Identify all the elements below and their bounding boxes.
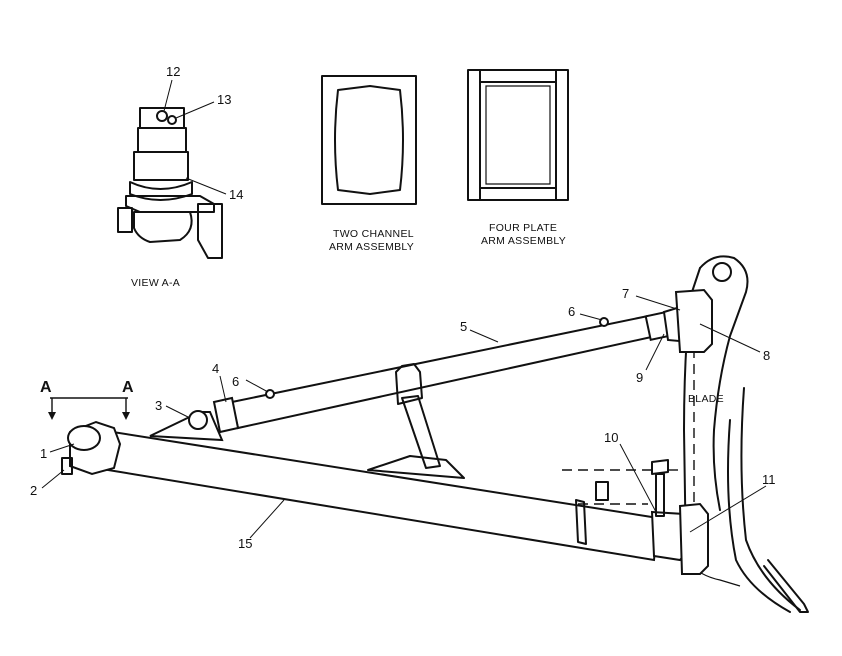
blade-label: BLADE — [688, 393, 724, 405]
section-aa-marker: A A — [40, 379, 134, 420]
two-channel-section: TWO CHANNEL ARM ASSEMBLY — [321, 75, 417, 253]
callout-9: 9 — [636, 370, 643, 385]
callout-2: 2 — [30, 483, 37, 498]
rear-pivot — [61, 396, 240, 476]
four-plate-caption-line1: FOUR PLATE — [489, 222, 557, 234]
two-channel-caption-line1: TWO CHANNEL — [333, 228, 414, 240]
callout-numbers: 1 2 3 4 6 5 6 7 8 9 10 11 15 — [30, 286, 776, 551]
four-plate-section: FOUR PLATE ARM ASSEMBLY — [467, 69, 569, 247]
section-marker-right: A — [122, 379, 134, 396]
callout-6-upper-left: 6 — [232, 374, 239, 389]
pivot-pin — [188, 410, 208, 430]
pivot-ball-socket — [67, 425, 101, 451]
leader-lines — [41, 295, 767, 539]
blade-pin-hole — [712, 262, 732, 282]
view-aa-detail: 12 13 14 VIEW A-A — [117, 64, 243, 289]
callout-6-upper-right: 6 — [568, 304, 575, 319]
callout-10: 10 — [604, 430, 618, 445]
view-aa-caption: VIEW A-A — [131, 277, 180, 289]
callout-12: 12 — [166, 64, 180, 79]
callout-13: 13 — [217, 92, 231, 107]
section-marker-left: A — [40, 379, 52, 396]
two-channel-caption-line2: ARM ASSEMBLY — [329, 241, 414, 253]
callout-4: 4 — [212, 361, 219, 376]
callout-14: 14 — [229, 187, 243, 202]
lower-arm — [94, 428, 709, 575]
callout-7: 7 — [622, 286, 629, 301]
callout-5: 5 — [460, 319, 467, 334]
callout-8: 8 — [763, 348, 770, 363]
callout-11: 11 — [762, 472, 776, 487]
view-aa-bolt — [156, 110, 168, 122]
callout-3: 3 — [155, 398, 162, 413]
view-aa-pin — [167, 115, 177, 125]
callout-1: 1 — [40, 446, 47, 461]
four-plate-caption-line2: ARM ASSEMBLY — [481, 235, 566, 247]
callout-15: 15 — [238, 536, 252, 551]
